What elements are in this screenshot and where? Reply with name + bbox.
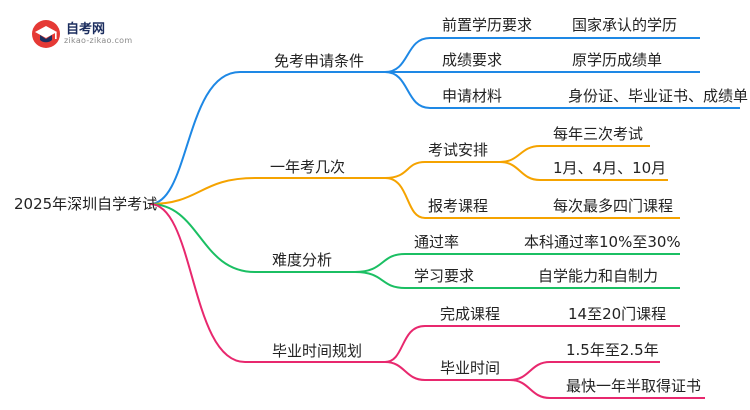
connector-b4-c2	[384, 361, 510, 381]
node-pass-rate: 通过率	[414, 233, 460, 251]
branch-exams-per-year: 一年考几次	[270, 158, 346, 176]
connector-b2-c1-l1	[499, 145, 650, 163]
connector-b4-c2-l1	[509, 361, 660, 381]
node-registration-courses: 报考课程	[428, 197, 489, 215]
leaf-pass-rate-range: 本科通过率10%至30%	[524, 233, 681, 251]
leaf-three-times: 每年三次考试	[553, 125, 644, 143]
root-topic: 2025年深圳自学考试	[14, 195, 158, 213]
leaf-course-count: 14至20门课程	[568, 305, 667, 323]
leaf-max-four-courses: 每次最多四门课程	[553, 197, 674, 215]
branch-graduation-plan: 毕业时间规划	[272, 342, 363, 360]
connector-b1-c1	[384, 37, 700, 73]
connector-root-branch-4	[149, 203, 385, 363]
node-study-requirement: 学习要求	[414, 267, 475, 285]
connector-b3-c1	[354, 253, 680, 273]
leaf-duration-range: 1.5年至2.5年	[566, 341, 659, 359]
connector-b4-c1	[384, 325, 680, 363]
node-application-materials: 申请材料	[442, 87, 503, 105]
leaf-recognized-degree: 国家承认的学历	[572, 16, 678, 34]
node-education-requirement: 前置学历要求	[442, 16, 533, 34]
site-logo[interactable]: 自考网 zikao-zikao.com	[30, 16, 140, 52]
node-graduation-time: 毕业时间	[440, 359, 501, 377]
branch-exemption-conditions: 免考申请条件	[274, 52, 365, 70]
leaf-self-discipline: 自学能力和自制力	[538, 267, 659, 285]
connector-b3-c2	[354, 271, 680, 289]
node-complete-courses: 完成课程	[440, 305, 501, 323]
node-exam-schedule: 考试安排	[428, 141, 489, 159]
connector-root-branch-2	[149, 177, 385, 205]
connector-root-branch-1	[149, 71, 385, 205]
connector-b2-c1	[384, 161, 500, 179]
leaf-fastest-certificate: 最快一年半取得证书	[566, 377, 702, 395]
connector-b1-c3	[384, 71, 740, 109]
node-score-requirement: 成绩要求	[442, 51, 503, 69]
connector-b2-c2	[384, 177, 680, 219]
connector-b4-c2-l2	[509, 379, 705, 399]
connector-b2-c1-l2	[499, 161, 668, 181]
connector-root-branch-3	[149, 203, 355, 273]
logo-title: 自考网	[66, 22, 106, 37]
leaf-documents: 身份证、毕业证书、成绩单	[568, 87, 749, 105]
graduation-cap-icon	[32, 20, 60, 48]
leaf-transcript: 原学历成绩单	[572, 51, 663, 69]
branch-difficulty-analysis: 难度分析	[272, 251, 333, 269]
leaf-exam-months: 1月、4月、10月	[553, 159, 667, 177]
logo-subtitle: zikao-zikao.com	[64, 36, 133, 45]
